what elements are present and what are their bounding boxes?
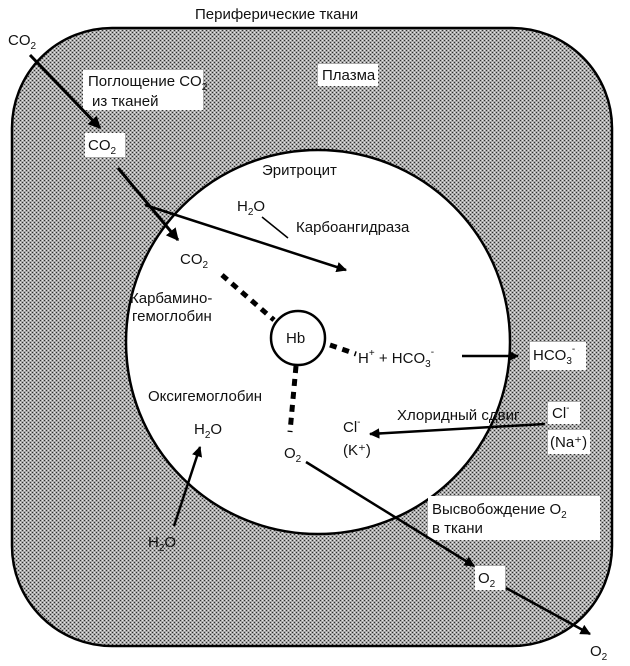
carbamino-bond <box>220 273 276 322</box>
water-join-line <box>261 216 289 239</box>
uptake-label-line1: Поглощение CO2 <box>88 73 208 93</box>
hemoglobin-circle <box>269 309 327 367</box>
hco3-out-box <box>530 342 586 370</box>
h2o-bottom-label: H2O <box>148 534 176 554</box>
uptake-label-line2: из тканей <box>92 93 159 110</box>
co2-cell-label: CO2 <box>180 251 209 271</box>
h2o-top-label: H2O <box>237 198 265 218</box>
cl-cell-label: Cl- <box>343 417 361 436</box>
co2-uptake-arrow <box>28 53 102 130</box>
h2o-oxy-label: H2O <box>194 421 222 441</box>
carbamino-label-line1: Карбамино- <box>130 290 212 307</box>
na-plasma-label: (Na⁺) <box>550 434 587 451</box>
o2-tissue-label: O2 <box>590 643 608 663</box>
water-arrow <box>172 446 203 527</box>
cl-plasma-label: Cl- <box>552 403 570 422</box>
o2-plasma-label: O2 <box>478 570 496 590</box>
hb-label: Hb <box>286 330 305 347</box>
o2-cell-label: O2 <box>284 445 302 465</box>
co2-tissue-label: CO2 <box>8 32 37 52</box>
na-out-box <box>548 430 590 454</box>
cl-out-box <box>548 402 580 424</box>
oxyhemoglobin-bond <box>287 365 299 433</box>
hco3-bond <box>329 342 357 357</box>
k-cell-label: (K⁺) <box>343 442 371 459</box>
co2-into-cell-arrow <box>116 167 180 241</box>
release-label-box <box>428 496 600 540</box>
o2-plasma-box <box>475 566 505 590</box>
plasma-label-box <box>318 64 378 86</box>
chloride-shift-label: Хлоридный сдвиг <box>397 407 520 424</box>
plasma-co2-box <box>85 133 125 157</box>
o2-release-arrow <box>305 460 475 568</box>
carbamino-label-line2: гемоглобин <box>132 308 212 325</box>
uptake-label-box <box>83 70 203 110</box>
o2-to-tissue-arrow <box>505 586 591 636</box>
co2-plasma-label: CO2 <box>88 137 117 157</box>
plasma-label: Плазма <box>322 67 376 84</box>
tissues-title: Периферические ткани <box>195 6 358 23</box>
h-hco3-label: H+ + HCO3- <box>358 347 434 370</box>
oxyhemoglobin-label: Оксигемоглобин <box>148 388 262 405</box>
release-label-line1: Высвобождение O2 <box>432 501 567 521</box>
release-label-line2: в ткани <box>432 520 483 537</box>
chloride-shift-arrow <box>368 422 546 439</box>
carbonic-anhydrase-label: Карбоангидраза <box>296 219 410 236</box>
erythrocyte-label: Эритроцит <box>262 162 337 179</box>
carbonic-anhydrase-arrow <box>144 203 347 273</box>
hco3-plasma-label: HCO3- <box>533 344 575 367</box>
